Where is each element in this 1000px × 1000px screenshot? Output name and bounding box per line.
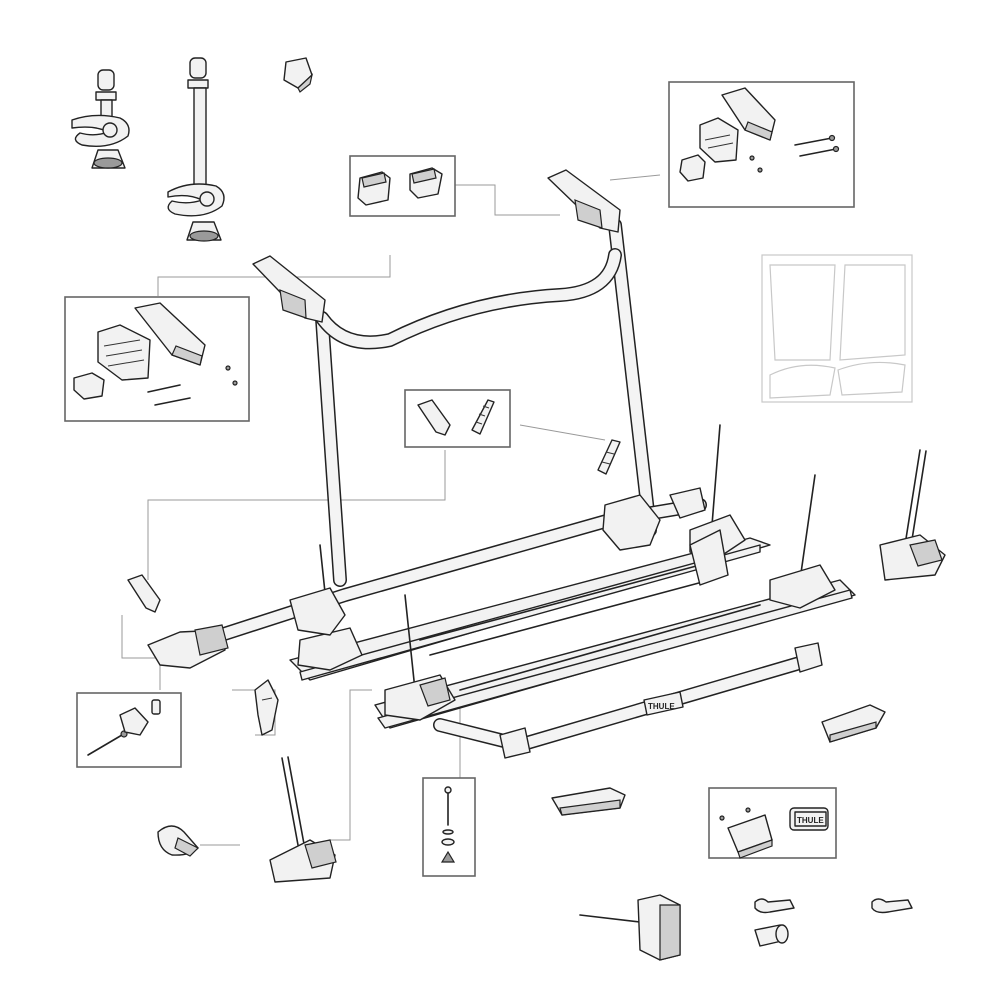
loose-clip-left [127, 574, 161, 613]
brand-mark-bumper: THULE [648, 702, 675, 711]
lock-cylinder [754, 924, 789, 947]
pin-kit-parts [87, 699, 161, 756]
license-plate-holder-ghost [761, 254, 913, 403]
frame-holder-short [71, 69, 130, 169]
loose-hook [254, 679, 279, 736]
light-plug [579, 894, 681, 961]
main-frame [252, 169, 657, 587]
knob-cap [283, 57, 314, 93]
rail-end-cover-mid [551, 787, 626, 816]
wheel-holder-posts [289, 424, 836, 721]
callout-box-pin-kit [76, 692, 182, 768]
wheel-holder-separate [879, 449, 946, 581]
bolt-kit-parts [440, 786, 456, 863]
frame-holder-long [167, 57, 225, 242]
left-bracket-kit-parts [73, 302, 238, 406]
callout-box-end-caps [349, 155, 456, 217]
wheel-holder-bottom [269, 756, 337, 883]
callout-box-left-bracket-kit [64, 296, 250, 422]
key-right [871, 898, 913, 914]
end-cap-pair [357, 167, 443, 206]
callout-box-clips [404, 389, 511, 448]
lock-kit-parts: THULE [719, 807, 829, 859]
rail-end-cover-right [821, 704, 886, 743]
key-left [754, 898, 795, 914]
callout-box-lock-kit [708, 787, 837, 859]
clip-pair [417, 399, 495, 436]
brand-mark-lock-kit: THULE [797, 816, 824, 825]
wheel-cup-bottom [157, 825, 200, 857]
loose-clip-right [597, 439, 621, 475]
right-bracket-kit-parts [679, 87, 840, 182]
callout-box-right-bracket-kit [668, 81, 855, 208]
platform-rails: THULE [147, 498, 856, 759]
leader-lines [121, 174, 661, 846]
callout-box-bolt-kit [422, 777, 476, 877]
